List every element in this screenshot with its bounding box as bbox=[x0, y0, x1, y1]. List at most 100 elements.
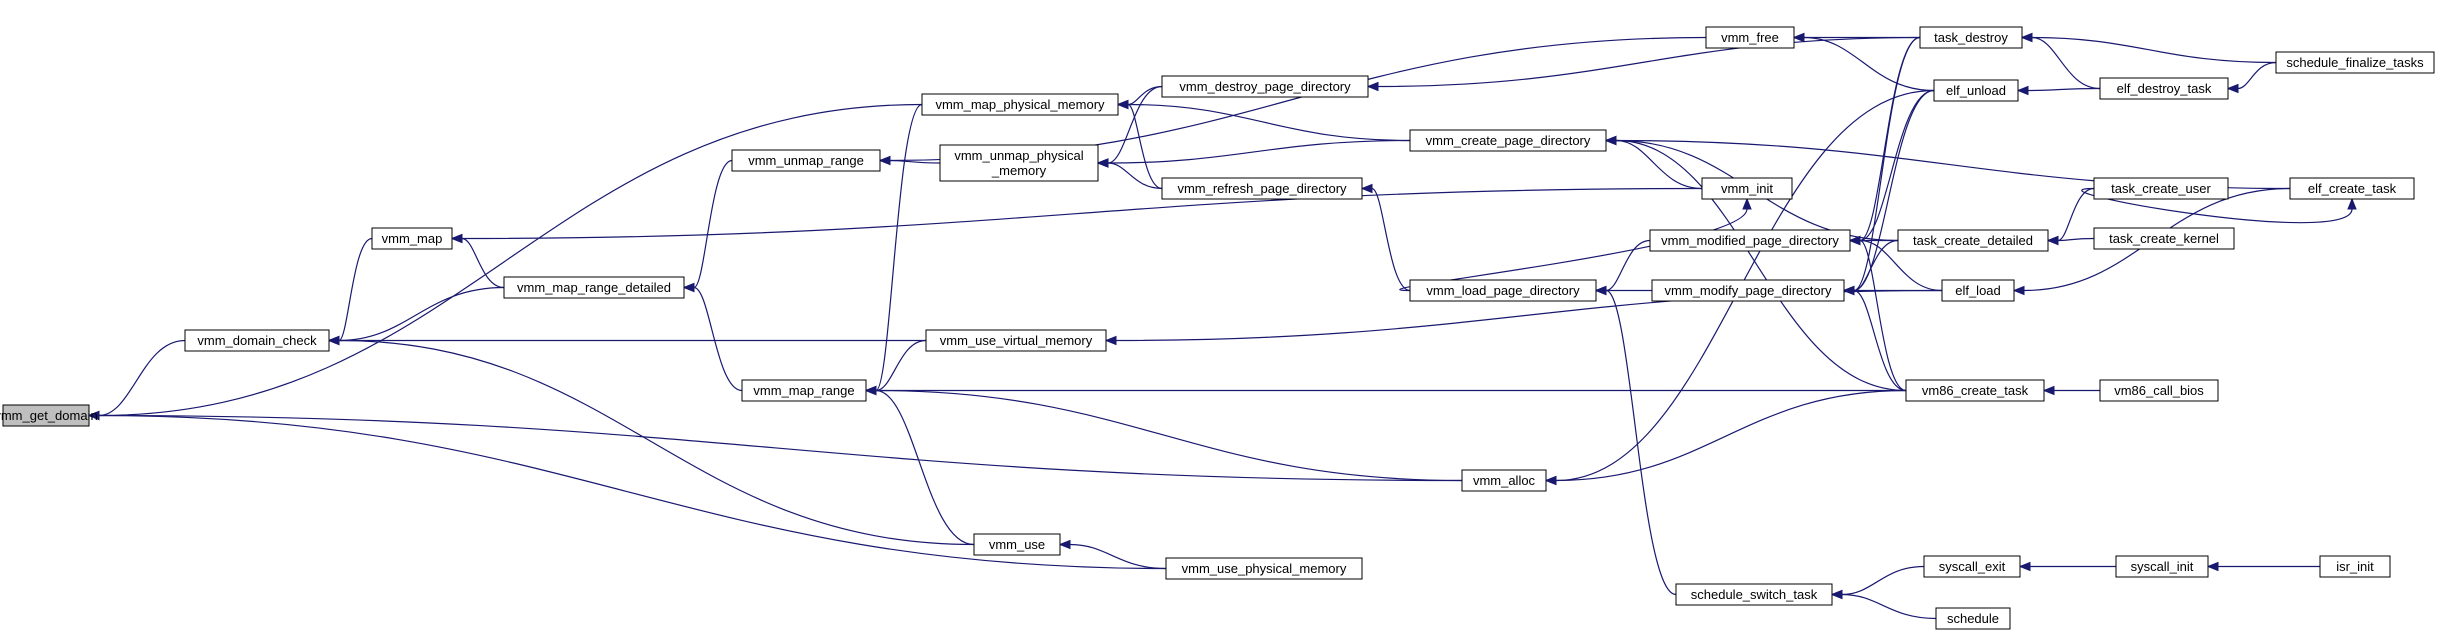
edge-elf-destroy-task-to-elf-unload bbox=[2016, 85, 2101, 96]
node-box bbox=[973, 533, 1061, 556]
node-label: elf_create_task bbox=[2308, 181, 2397, 196]
node-vmm-use[interactable]: vmm_use bbox=[973, 533, 1061, 556]
node-vm86-call-bios[interactable]: vm86_call_bios bbox=[2099, 379, 2219, 402]
node-vmm-map[interactable]: vmm_map bbox=[371, 227, 453, 250]
edge-vmm-refresh-page-directory-to-vmm-unmap-physical-memory bbox=[1096, 158, 1163, 190]
edge-vmm-use-to-vmm-domain-check bbox=[327, 335, 975, 546]
edge-vmm-load-page-directory-to-vmm-refresh-page-directory bbox=[1360, 183, 1411, 292]
edge-vmm-load-page-directory-to-vmm-init bbox=[1399, 197, 1752, 292]
node-box bbox=[2275, 51, 2435, 74]
node-vmm-init[interactable]: vmm_init bbox=[1701, 177, 1793, 200]
node-vmm-unmap-range[interactable]: vmm_unmap_range bbox=[731, 149, 881, 172]
edge-task-create-user-to-elf-create-task bbox=[2081, 187, 2357, 224]
node-label: vm86_call_bios bbox=[2114, 383, 2204, 398]
edge-syscall-init-to-syscall-exit bbox=[2018, 561, 2116, 572]
edge-task-create-detailed-to-vmm-modify-page-directory bbox=[1842, 239, 1899, 296]
edge-schedule-finalize-tasks-to-task-destroy bbox=[2020, 32, 2277, 64]
node-label: vmm_modified_page_directory bbox=[1661, 233, 1839, 248]
node-label: vmm_use_virtual_memory bbox=[940, 333, 1093, 348]
node-vmm-modify-page-directory[interactable]: vmm_modify_page_directory bbox=[1651, 279, 1845, 302]
node-box bbox=[2, 404, 90, 427]
edge-vm86-call-bios-to-vm86-create-task bbox=[2042, 385, 2100, 396]
node-label: vmm_refresh_page_directory bbox=[1177, 181, 1347, 196]
call-edges bbox=[87, 32, 2357, 620]
node-vmm-load-page-directory[interactable]: vmm_load_page_directory bbox=[1409, 279, 1597, 302]
node-vmm-refresh-page-directory[interactable]: vmm_refresh_page_directory bbox=[1161, 177, 1363, 200]
node-label: vmm_load_page_directory bbox=[1426, 283, 1580, 298]
node-syscall-init[interactable]: syscall_init bbox=[2115, 555, 2209, 578]
node-label: vmm_map_range_detailed bbox=[517, 280, 671, 295]
node-vmm-create-page-directory[interactable]: vmm_create_page_directory bbox=[1409, 129, 1607, 152]
edge-syscall-exit-to-schedule-switch-task bbox=[1830, 565, 1925, 600]
node-label: task_create_kernel bbox=[2109, 231, 2219, 246]
node-box bbox=[1675, 583, 1833, 606]
edge-vm86-create-task-to-vmm-alloc bbox=[1544, 389, 1907, 486]
node-vmm-alloc[interactable]: vmm_alloc bbox=[1461, 469, 1547, 492]
node-label: task_destroy bbox=[1934, 30, 2008, 45]
edge-vmm-domain-check-to-vmm-get-domain bbox=[87, 339, 186, 421]
node-vmm-destroy-page-directory[interactable]: vmm_destroy_page_directory bbox=[1161, 75, 1369, 98]
edge-vmm-map-physical-memory-to-vmm-map-range bbox=[864, 103, 923, 396]
edge-vmm-map-to-vmm-domain-check bbox=[327, 237, 373, 346]
edge-vmm-modified-page-directory-to-vmm-load-page-directory bbox=[1594, 239, 1651, 296]
node-task-destroy[interactable]: task_destroy bbox=[1919, 26, 2023, 49]
node-box bbox=[2093, 227, 2235, 250]
node-elf-load[interactable]: elf_load bbox=[1941, 279, 2015, 302]
node-vmm-use-physical-memory[interactable]: vmm_use_physical_memory bbox=[1165, 557, 1363, 580]
node-vmm-modified-page-directory[interactable]: vmm_modified_page_directory bbox=[1649, 229, 1851, 252]
node-label: schedule_finalize_tasks bbox=[2286, 55, 2424, 70]
node-elf-unload[interactable]: elf_unload bbox=[1933, 79, 2019, 102]
node-vmm-map-physical-memory[interactable]: vmm_map_physical_memory bbox=[921, 93, 1119, 116]
node-box bbox=[1651, 279, 1845, 302]
node-isr-init[interactable]: isr_init bbox=[2319, 555, 2391, 578]
edge-vmm-alloc-to-vmm-map-range bbox=[864, 385, 1463, 482]
edge-vmm-use-to-vmm-map-range bbox=[864, 385, 975, 546]
node-box bbox=[2093, 177, 2229, 200]
node-label: syscall_init bbox=[2131, 559, 2194, 574]
node-schedule-finalize-tasks[interactable]: schedule_finalize_tasks bbox=[2275, 51, 2435, 74]
node-label: syscall_exit bbox=[1939, 559, 2006, 574]
node-vmm-map-range[interactable]: vmm_map_range bbox=[741, 379, 867, 402]
node-box bbox=[184, 329, 330, 352]
node-box bbox=[2099, 77, 2229, 100]
node-vmm-map-range-detailed[interactable]: vmm_map_range_detailed bbox=[503, 276, 685, 299]
node-task-create-user[interactable]: task_create_user bbox=[2093, 177, 2229, 200]
node-vmm-free[interactable]: vmm_free bbox=[1705, 26, 1795, 49]
node-label: vmm_unmap_range bbox=[748, 153, 864, 168]
node-label: schedule bbox=[1947, 611, 1999, 626]
edge-vmm-use-physical-memory-to-vmm-get-domain bbox=[87, 410, 1167, 570]
edge-task-create-kernel-to-task-create-detailed bbox=[2046, 235, 2095, 246]
node-label: vmm_domain_check bbox=[197, 333, 317, 348]
node-vmm-unmap-physical-memory[interactable]: vmm_unmap_physical_memory bbox=[939, 144, 1099, 182]
edge-vmm-map-range-to-vmm-map-range-detailed bbox=[682, 282, 743, 392]
edge-vmm-map-range-detailed-to-vmm-domain-check bbox=[327, 286, 505, 346]
node-syscall-exit[interactable]: syscall_exit bbox=[1923, 555, 2021, 578]
node-elf-destroy-task[interactable]: elf_destroy_task bbox=[2099, 77, 2229, 100]
node-box bbox=[2319, 555, 2391, 578]
edge-vmm-alloc-to-vmm-get-domain bbox=[87, 410, 1463, 482]
node-box bbox=[1409, 279, 1597, 302]
edge-elf-unload-to-vmm-free bbox=[1792, 32, 1935, 92]
node-label: vmm_init bbox=[1721, 181, 1773, 196]
node-schedule[interactable]: schedule bbox=[1935, 607, 2011, 630]
node-vm86-create-task[interactable]: vm86_create_task bbox=[1905, 379, 2045, 402]
node-task-create-detailed[interactable]: task_create_detailed bbox=[1897, 229, 2049, 252]
node-label: vm86_create_task bbox=[1922, 383, 2029, 398]
edge-vmm-create-page-directory-to-vmm-unmap-physical-memory bbox=[1096, 139, 1411, 168]
node-elf-create-task[interactable]: elf_create_task bbox=[2289, 177, 2415, 200]
node-box bbox=[1701, 177, 1793, 200]
node-vmm-get-domain[interactable]: vmm_get_domain bbox=[0, 404, 98, 427]
node-label: vmm_modify_page_directory bbox=[1665, 283, 1832, 298]
node-box bbox=[2099, 379, 2219, 402]
node-label: isr_init bbox=[2336, 559, 2374, 574]
node-vmm-domain-check[interactable]: vmm_domain_check bbox=[184, 329, 330, 352]
node-vmm-use-virtual-memory[interactable]: vmm_use_virtual_memory bbox=[925, 329, 1107, 352]
node-task-create-kernel[interactable]: task_create_kernel bbox=[2093, 227, 2235, 250]
edge-vm86-create-task-to-vmm-modified-page-directory bbox=[1848, 235, 1907, 392]
edge-vmm-use-virtual-memory-to-vmm-domain-check bbox=[327, 335, 926, 346]
node-label: vmm_use_physical_memory bbox=[1182, 561, 1347, 576]
node-schedule-switch-task[interactable]: schedule_switch_task bbox=[1675, 583, 1833, 606]
node-box bbox=[1897, 229, 2049, 252]
node-label: task_create_detailed bbox=[1913, 233, 2033, 248]
